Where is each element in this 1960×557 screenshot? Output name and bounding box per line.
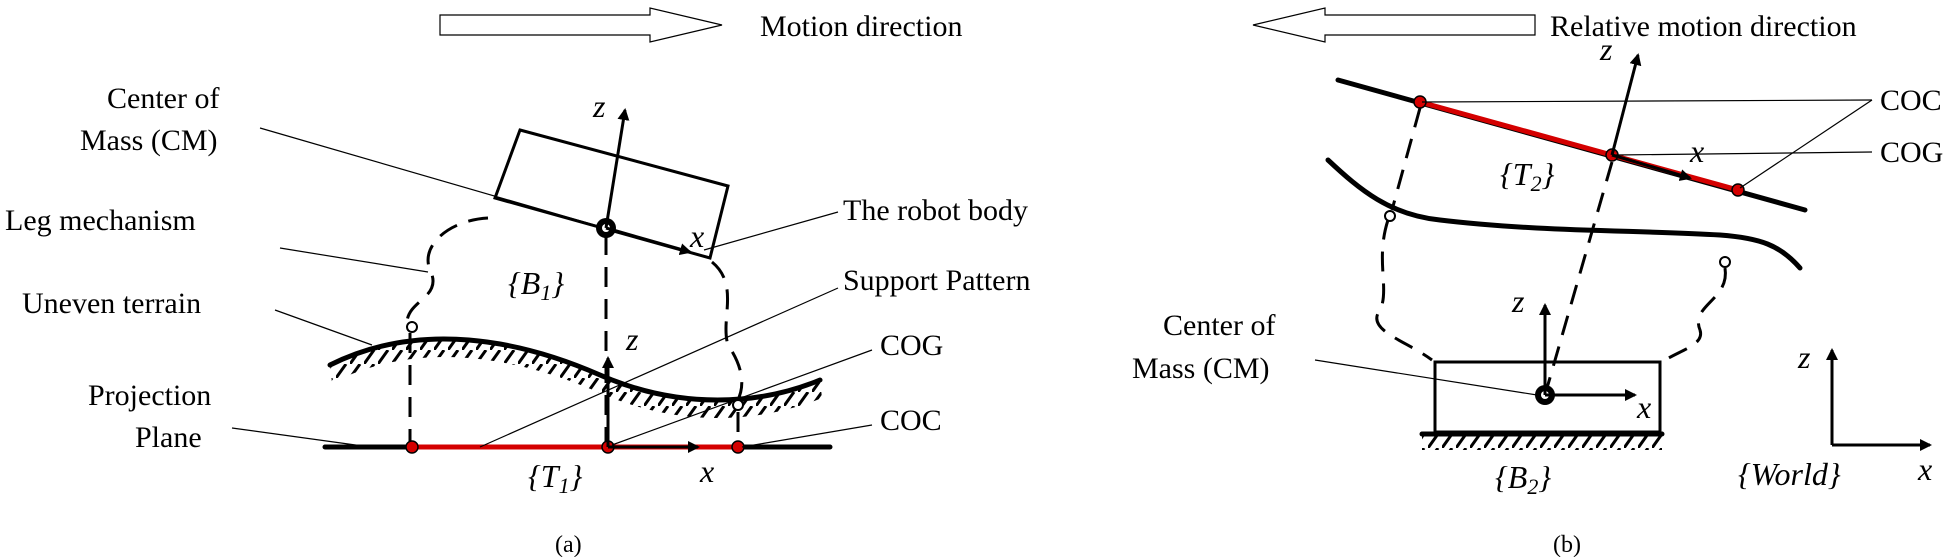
body-z-axis (604, 108, 630, 229)
t2-x-label: x (1689, 133, 1704, 169)
right-leg (711, 260, 744, 406)
left-foot-b (1384, 210, 1396, 222)
t2-z-axis (1610, 53, 1642, 156)
center-of-mass-b-label-2: Mass (CM) (1132, 352, 1270, 385)
uneven-terrain-hatch (330, 338, 822, 418)
cog-label-b: COG (1880, 136, 1943, 169)
right-foot-b (1719, 256, 1731, 268)
center-of-mass-leader (259, 127, 599, 227)
caption-a: (a) (555, 532, 582, 557)
world-frame-label: {World} (1738, 456, 1841, 492)
robot-body: z x {B1} (493, 88, 730, 305)
coc-point-b (1731, 183, 1745, 197)
support-point-left (405, 440, 419, 454)
center-of-mass-b-label-1: Center of (1163, 309, 1275, 342)
robot-body-label: The robot body (843, 194, 1028, 227)
body-x-axis (605, 226, 692, 256)
leg-mechanism-label: Leg mechanism (5, 204, 196, 237)
t2-z-label: z (1599, 31, 1613, 67)
coc-label-a: COC (880, 404, 942, 437)
cog-leader-a (611, 349, 873, 446)
caption-b: (b) (1553, 532, 1581, 557)
projection-plane-leader (231, 427, 371, 448)
projection-plane-label-2: Plane (135, 421, 202, 454)
cog-label-a: COG (880, 329, 943, 362)
relative-motion-label: Relative motion direction (1550, 10, 1857, 43)
projection-plane-label-1: Projection (88, 379, 211, 412)
uneven-terrain-leader (274, 309, 373, 346)
coc-leader-b-2 (1739, 99, 1873, 189)
left-leg (405, 216, 489, 331)
left-leg-b (1375, 219, 1433, 362)
motion-direction-arrow (439, 7, 723, 43)
motion-direction-label: Motion direction (760, 10, 962, 43)
b2-z-label: z (1511, 283, 1525, 319)
projection-cm-b (1543, 161, 1614, 396)
uneven-terrain-label: Uneven terrain (22, 287, 201, 320)
relative-motion-arrow (1252, 7, 1536, 43)
body-z-label: z (592, 88, 606, 124)
center-of-mass-label-2: Mass (CM) (80, 124, 218, 157)
world-x-label: x (1917, 451, 1932, 487)
support-pattern-leader (479, 287, 839, 448)
ground-hatch (1422, 434, 1662, 450)
frame-t2-label: {T2} (1500, 156, 1555, 196)
frame-b2-label: {B2} (1495, 459, 1551, 499)
t1-x-label: x (699, 453, 714, 489)
robot-body-leader (703, 211, 839, 251)
panel-b: Relative motion direction z x {T2} z x (1132, 7, 1943, 557)
frame-t1-label: {T1} (528, 458, 583, 498)
body-x-label: x (689, 218, 704, 254)
cog-leader-b (1615, 151, 1873, 156)
uneven-terrain (327, 336, 823, 403)
coc-leader-b-1 (1421, 99, 1873, 103)
t1-z-label: z (625, 321, 639, 357)
frame-b1-label: {B1} (508, 265, 564, 305)
t2-x-axis (1611, 153, 1692, 181)
b2-x-label: x (1636, 389, 1651, 425)
leg-mechanism-leader (279, 247, 429, 273)
support-pattern-label: Support Pattern (843, 264, 1031, 297)
terrain-b (1325, 157, 1803, 271)
center-of-mass-b-leader (1314, 359, 1538, 396)
projection-left-b (1390, 107, 1422, 211)
center-of-mass-label-1: Center of (107, 82, 219, 115)
coc-label-b: COC (1880, 84, 1942, 117)
left-foot-contact (406, 321, 418, 333)
panel-a: Motion direction z x {B1} (5, 7, 1031, 557)
coc-leader-a (741, 424, 873, 448)
world-z-label: z (1797, 339, 1811, 375)
right-foot-contact (732, 399, 744, 411)
right-leg-b (1661, 267, 1727, 364)
